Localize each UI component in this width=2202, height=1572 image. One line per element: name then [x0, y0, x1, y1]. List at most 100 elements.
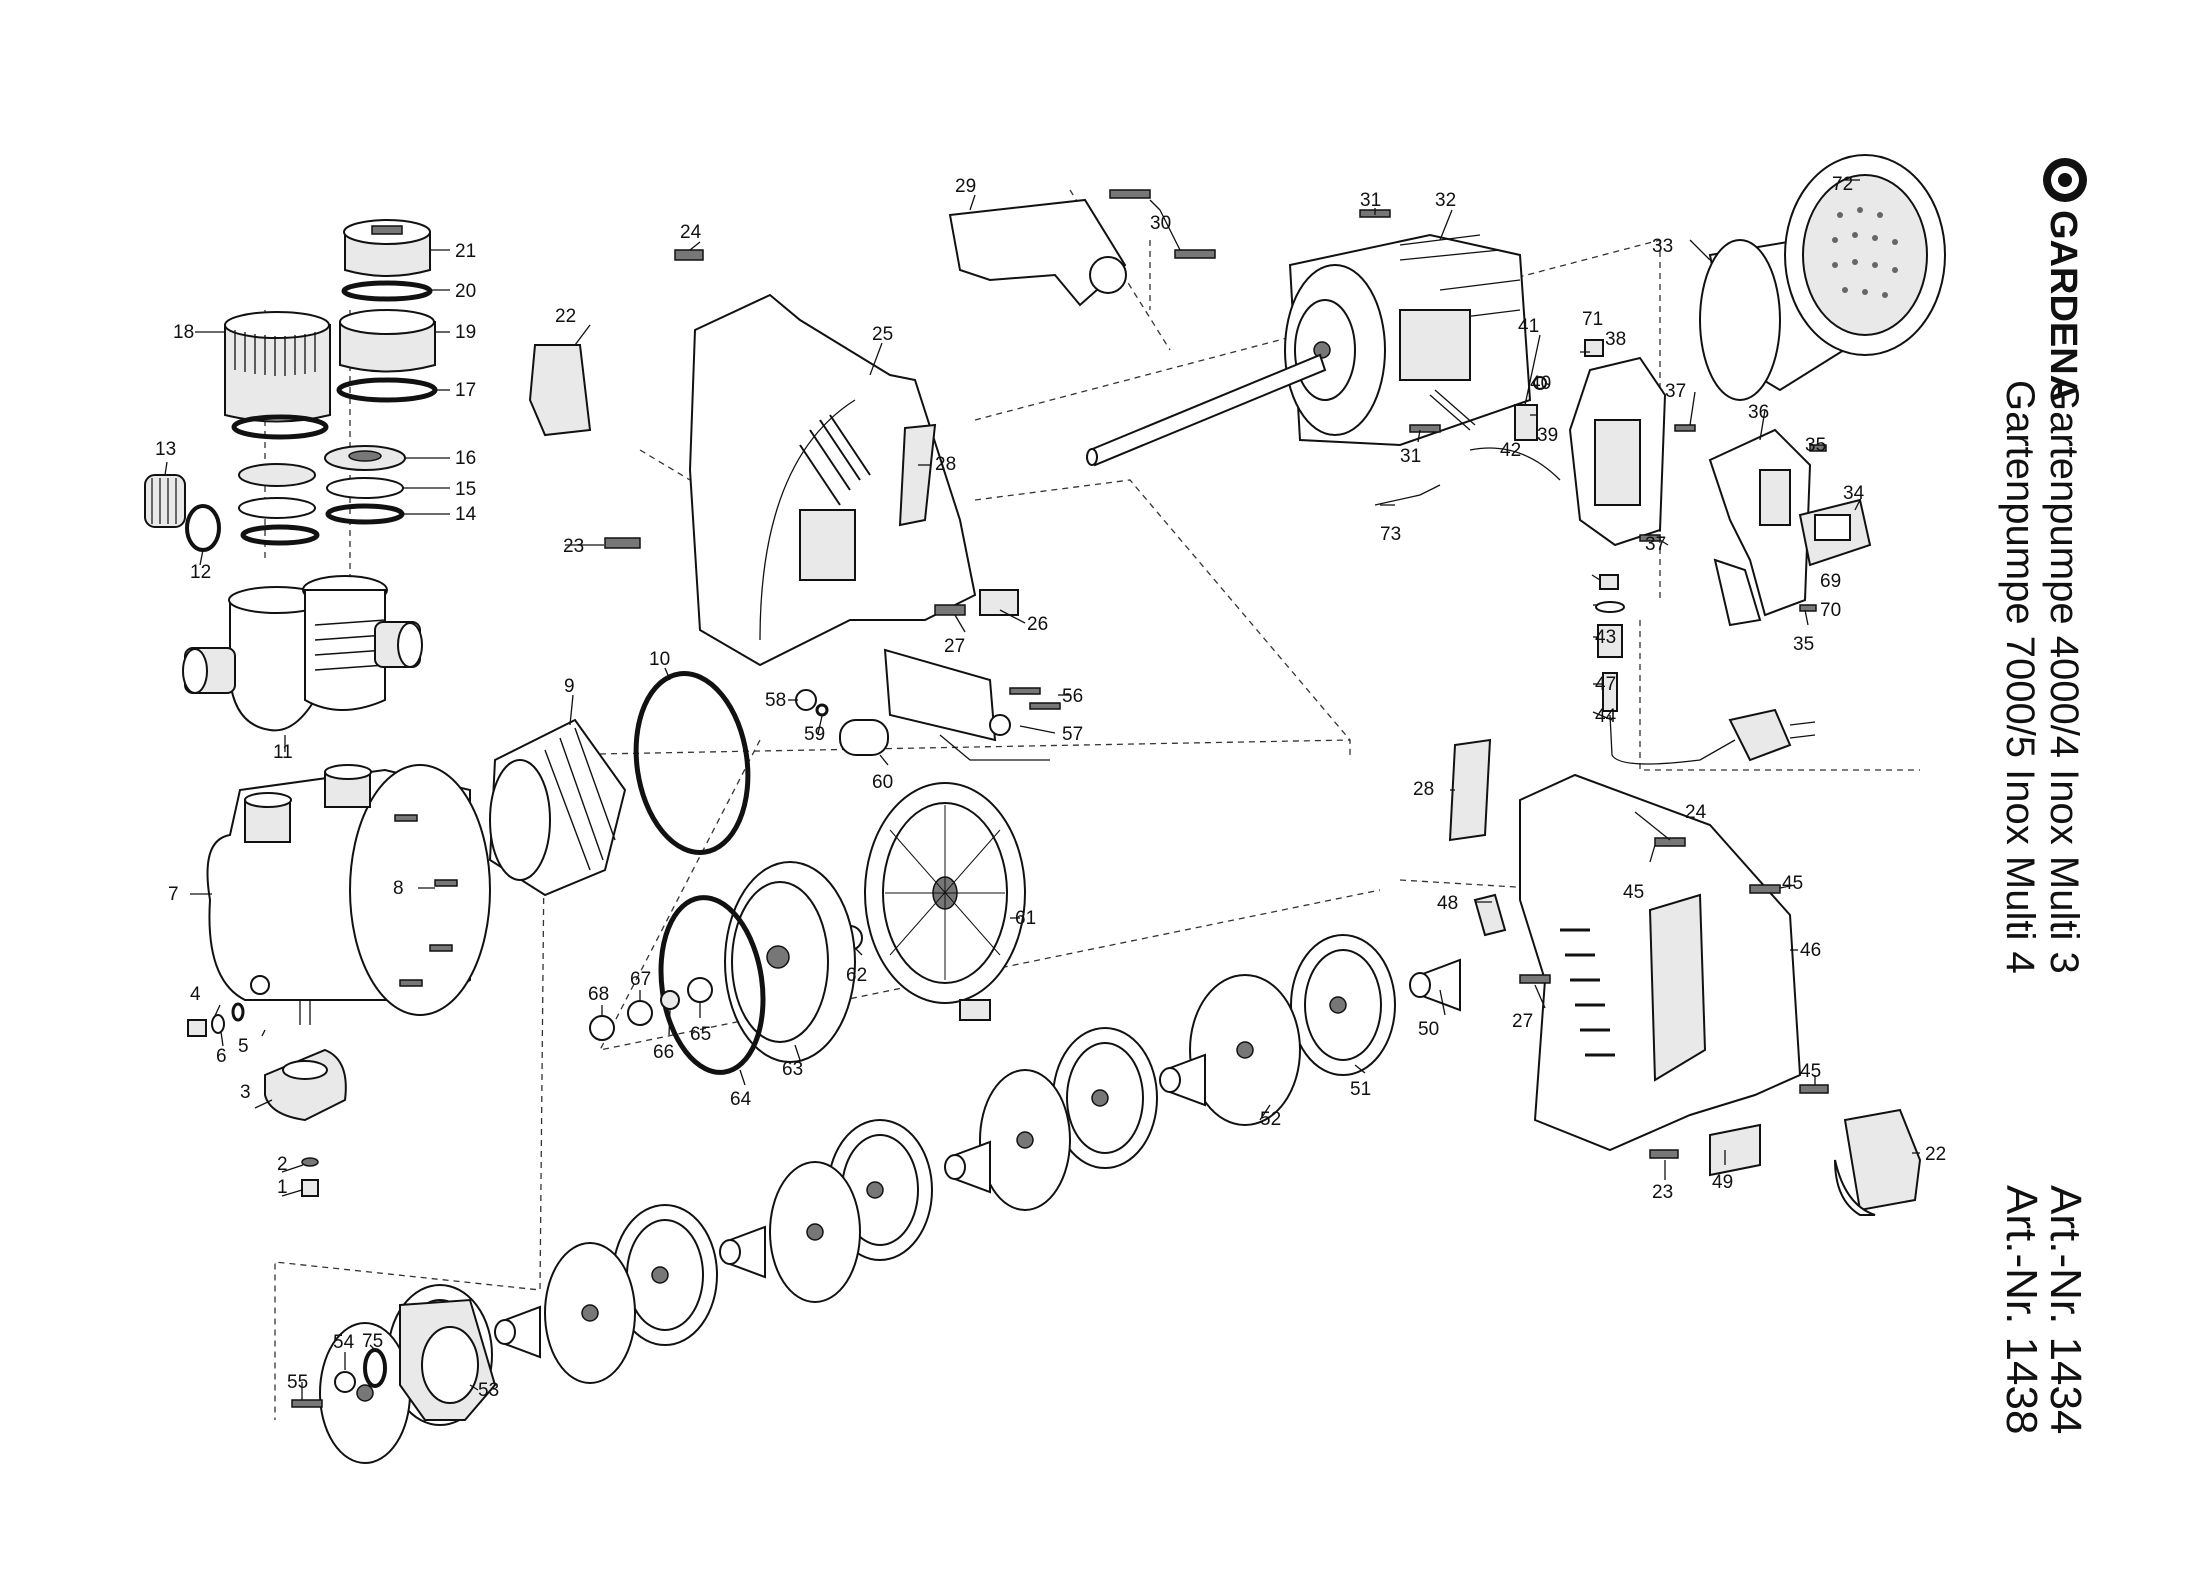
part-label: 36: [1748, 402, 1769, 423]
part-label: 12: [190, 562, 211, 583]
part-label: 24: [680, 222, 702, 243]
part-label: 31: [1360, 190, 1381, 211]
part-label: 31: [1400, 446, 1421, 467]
impeller-group: [589, 861, 856, 1075]
part-label: 11: [273, 742, 293, 763]
part-label: 59: [804, 724, 825, 745]
part-label: 60: [872, 772, 893, 793]
part-label: 41: [1518, 316, 1539, 337]
cable-and-plug: [1595, 574, 1816, 765]
part-label: 37: [1665, 381, 1686, 402]
pump-stages: [291, 934, 1461, 1464]
brand-name: GARDENA: [2042, 210, 2084, 402]
part-label: 39: [1537, 425, 1558, 446]
part-25-motor-shell: [604, 249, 1019, 667]
part-38-bracket: [1568, 339, 1696, 547]
title-block: GARDENA Gartenpumpe 4000/4 Inox Multi 3 …: [1997, 158, 2090, 1434]
part-label: 45: [1782, 873, 1803, 894]
part-label: 7: [168, 884, 179, 905]
leader-lines: [164, 179, 1920, 1400]
part-label: 64: [730, 1089, 752, 1110]
part-label: 72: [1832, 174, 1853, 195]
part-label: 46: [1800, 940, 1821, 961]
part-label: 73: [1380, 524, 1401, 545]
part-label: 5: [238, 1036, 249, 1057]
part-label: 17: [455, 380, 476, 401]
part-label: 63: [782, 1059, 803, 1080]
part-label: 53: [478, 1380, 499, 1401]
part-label: 22: [555, 306, 576, 327]
part-label: 14: [455, 504, 477, 525]
part-29-handle: [948, 189, 1216, 307]
part-label: 45: [1623, 882, 1644, 903]
part-label: 66: [653, 1042, 674, 1063]
model-title-2: Gartenpumpe 7000/5 Inox Multi 4: [1998, 380, 2042, 974]
part-label: 1: [277, 1177, 288, 1198]
part-label: 15: [455, 479, 476, 500]
part-9-cone: [488, 718, 627, 897]
part-label: 18: [173, 322, 194, 343]
switch-housing: [1708, 428, 1872, 627]
part-label: 61: [1015, 908, 1036, 929]
part-label: 34: [1843, 483, 1865, 504]
part-label: 51: [1350, 1079, 1371, 1100]
part-label: 50: [1418, 1019, 1439, 1040]
part-label: 13: [155, 439, 176, 460]
part-label: 8: [393, 878, 404, 899]
filter-housing-group: [144, 219, 438, 732]
part-28-insert: [898, 423, 937, 527]
part-22-cover: [528, 344, 592, 437]
part-label: 16: [455, 448, 476, 469]
capacitor-group: [795, 648, 1061, 761]
part-label: 20: [455, 281, 476, 302]
part-46-right-shell: [1448, 738, 1922, 1216]
part-label: 27: [1512, 1011, 1533, 1032]
part-label: 55: [287, 1372, 308, 1393]
part-label: 45: [1800, 1061, 1821, 1082]
motor-group: [1086, 209, 1561, 506]
part-label: 22: [1925, 1144, 1946, 1165]
part-label: 4: [190, 984, 201, 1005]
part-label: 37: [1645, 534, 1666, 555]
part-label: 70: [1820, 600, 1841, 621]
article-number-1: Art.-Nr. 1434: [2041, 1185, 2090, 1434]
part-label: 54: [333, 1332, 355, 1353]
part-label: 62: [846, 965, 867, 986]
part-label: 52: [1260, 1109, 1281, 1130]
part-label: 57: [1062, 724, 1083, 745]
part-label: 43: [1595, 627, 1616, 648]
part-label: 30: [1150, 213, 1171, 234]
part-label: 10: [649, 649, 670, 670]
part-label: 68: [588, 984, 609, 1005]
part-number-labels: 1 2 3 4 5 6 7 8 9 10 11 12 13 14 15 16 1…: [155, 174, 1946, 1401]
part-label: 38: [1605, 329, 1626, 350]
part-label: 23: [1652, 1182, 1673, 1203]
part-label: 29: [955, 176, 976, 197]
part-label: 58: [765, 690, 786, 711]
part-label: 47: [1595, 674, 1616, 695]
part-label: 9: [564, 676, 575, 697]
part-label: 21: [455, 241, 476, 262]
gardena-logo: GARDENA: [2042, 158, 2087, 402]
part-label: 69: [1820, 571, 1841, 592]
part-label: 33: [1652, 236, 1673, 257]
part-label: 65: [690, 1024, 711, 1045]
part-label: 25: [872, 324, 893, 345]
part-label: 67: [630, 969, 651, 990]
part-label: 28: [1413, 779, 1434, 800]
part-label: 28: [935, 454, 956, 475]
end-ring-and-grille: [1699, 154, 1946, 401]
part-label: 40: [1530, 373, 1551, 394]
part-label: 56: [1062, 686, 1083, 707]
article-number-2: Art.-Nr. 1438: [1997, 1185, 2046, 1434]
part-label: 6: [216, 1046, 227, 1067]
part-label: 24: [1685, 802, 1707, 823]
model-title-1: Gartenpumpe 4000/4 Inox Multi 3: [2042, 380, 2086, 974]
part-label: 75: [362, 1331, 383, 1352]
pump-housing-group: [187, 764, 491, 1197]
part-label: 32: [1435, 190, 1456, 211]
part-label: 48: [1437, 893, 1458, 914]
part-label: 71: [1582, 309, 1603, 330]
part-label: 44: [1595, 706, 1617, 727]
